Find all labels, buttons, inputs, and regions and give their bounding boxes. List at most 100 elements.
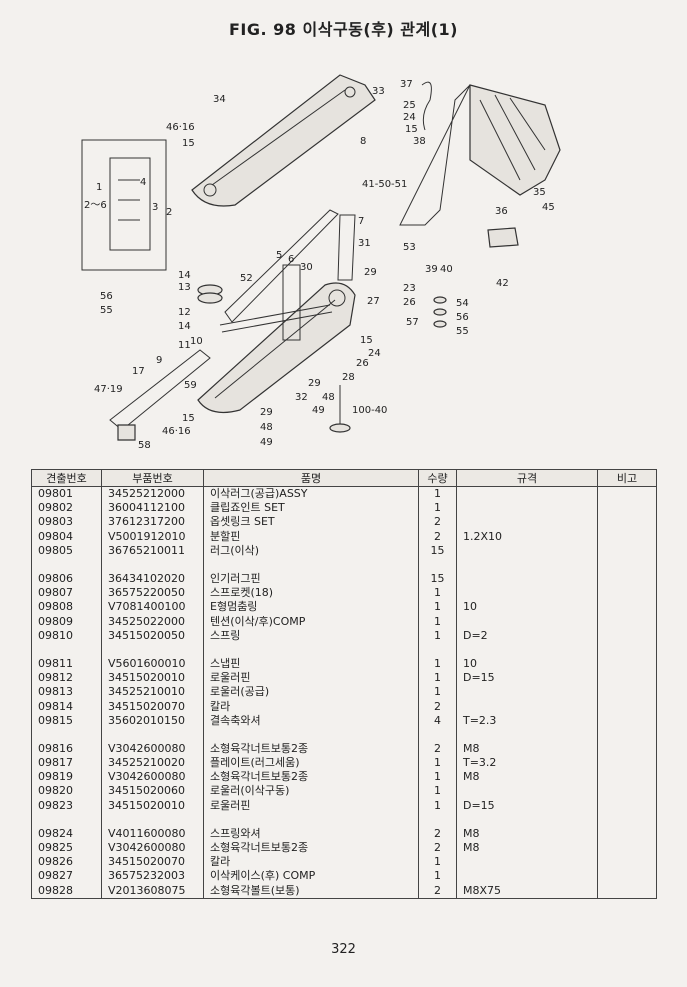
ref-cell: 09805 <box>31 543 102 558</box>
spec-cell: 1.2X10 <box>456 529 598 544</box>
svg-text:40: 40 <box>440 264 453 275</box>
part-number-cell: 34515020050 <box>101 628 204 643</box>
part-number-cell: 36434102020 <box>101 571 204 587</box>
svg-text:38: 38 <box>413 136 426 147</box>
svg-text:45: 45 <box>542 202 555 213</box>
svg-text:7: 7 <box>358 216 364 227</box>
ref-cell: 09806 <box>31 571 102 587</box>
svg-text:42: 42 <box>496 278 509 289</box>
spec-cell <box>456 571 598 587</box>
svg-text:24: 24 <box>368 348 381 359</box>
svg-text:5: 5 <box>276 250 282 261</box>
svg-text:49: 49 <box>260 437 273 448</box>
svg-text:48: 48 <box>260 422 273 433</box>
svg-text:1: 1 <box>96 182 102 193</box>
svg-text:55: 55 <box>456 326 469 337</box>
part-name-cell: 소형육각너트보통2종 <box>203 840 419 856</box>
quantity-cell: 1 <box>418 486 457 502</box>
ref-cell: 09827 <box>31 869 102 884</box>
remarks-cell <box>597 826 657 841</box>
ref-cell: 09807 <box>31 586 102 601</box>
group-spacer <box>31 812 657 827</box>
svg-text:52: 52 <box>240 273 253 284</box>
svg-text:41-50-51: 41-50-51 <box>362 179 407 190</box>
part-number-cell: 35602010150 <box>101 713 204 728</box>
ref-cell: 09825 <box>31 840 102 856</box>
quantity-cell: 4 <box>418 713 457 728</box>
spec-cell <box>456 543 598 558</box>
svg-text:53: 53 <box>403 242 416 253</box>
svg-text:15: 15 <box>182 138 195 149</box>
feed-chain <box>224 209 339 323</box>
remarks-cell <box>597 600 657 615</box>
svg-text:29: 29 <box>260 407 273 418</box>
spec-cell <box>456 614 598 629</box>
svg-text:30: 30 <box>300 262 313 273</box>
part-number-cell: V4011600080 <box>101 826 204 841</box>
ref-cell: 09817 <box>31 756 102 771</box>
part-name-cell: E형멈춤링 <box>203 600 419 615</box>
svg-text:33: 33 <box>372 86 385 97</box>
remarks-cell <box>597 741 657 756</box>
remarks-cell <box>597 628 657 643</box>
ref-cell: 09828 <box>31 883 102 899</box>
part-number-cell: 36004112100 <box>101 501 204 516</box>
quantity-cell: 2 <box>418 883 457 899</box>
svg-text:14: 14 <box>178 321 191 332</box>
remarks-cell <box>597 515 657 530</box>
quantity-cell: 2 <box>418 529 457 544</box>
spec-cell <box>456 685 598 700</box>
part-number-cell: V5001912010 <box>101 529 204 544</box>
spec-cell: T=3.2 <box>456 756 598 771</box>
remarks-cell <box>597 685 657 700</box>
ref-cell: 09815 <box>31 713 102 728</box>
quantity-cell: 2 <box>418 741 457 756</box>
part-number-cell: V3042600080 <box>101 770 204 785</box>
remarks-cell <box>597 586 657 601</box>
part-name-cell: 텐션(이삭/후)COMP <box>203 614 419 629</box>
svg-text:57: 57 <box>406 317 419 328</box>
svg-text:27: 27 <box>367 296 380 307</box>
part-name-cell: 로울러핀 <box>203 798 419 813</box>
ref-cell: 09804 <box>31 529 102 544</box>
part-name-cell: 소형육각너트보통2종 <box>203 770 419 785</box>
quantity-cell: 1 <box>418 671 457 686</box>
svg-text:100-40: 100-40 <box>352 405 387 416</box>
svg-text:14: 14 <box>178 270 191 281</box>
part-number-cell: 34525210020 <box>101 756 204 771</box>
ref-cell: 09810 <box>31 628 102 643</box>
part-name-cell: 결속축와셔 <box>203 713 419 728</box>
part-name-cell: 이삭케이스(후) COMP <box>203 869 419 884</box>
spec-cell: D=15 <box>456 671 598 686</box>
part-name-cell: 러그(이삭) <box>203 543 419 558</box>
svg-text:10: 10 <box>190 336 203 347</box>
part-name-cell: 소형육각너트보통2종 <box>203 741 419 756</box>
svg-text:35: 35 <box>533 187 546 198</box>
spec-cell: M8X75 <box>456 883 598 899</box>
svg-text:46·16: 46·16 <box>162 426 191 437</box>
part-number-cell: V7081400100 <box>101 600 204 615</box>
svg-text:11: 11 <box>178 340 191 351</box>
part-name-cell: 분할핀 <box>203 529 419 544</box>
spec-cell <box>456 855 598 870</box>
svg-text:54: 54 <box>456 298 469 309</box>
detail-inset-box <box>81 139 167 271</box>
remarks-cell <box>597 855 657 870</box>
svg-text:48: 48 <box>322 392 335 403</box>
svg-text:39: 39 <box>425 264 438 275</box>
remarks-cell <box>597 883 657 899</box>
svg-text:4: 4 <box>140 177 146 188</box>
